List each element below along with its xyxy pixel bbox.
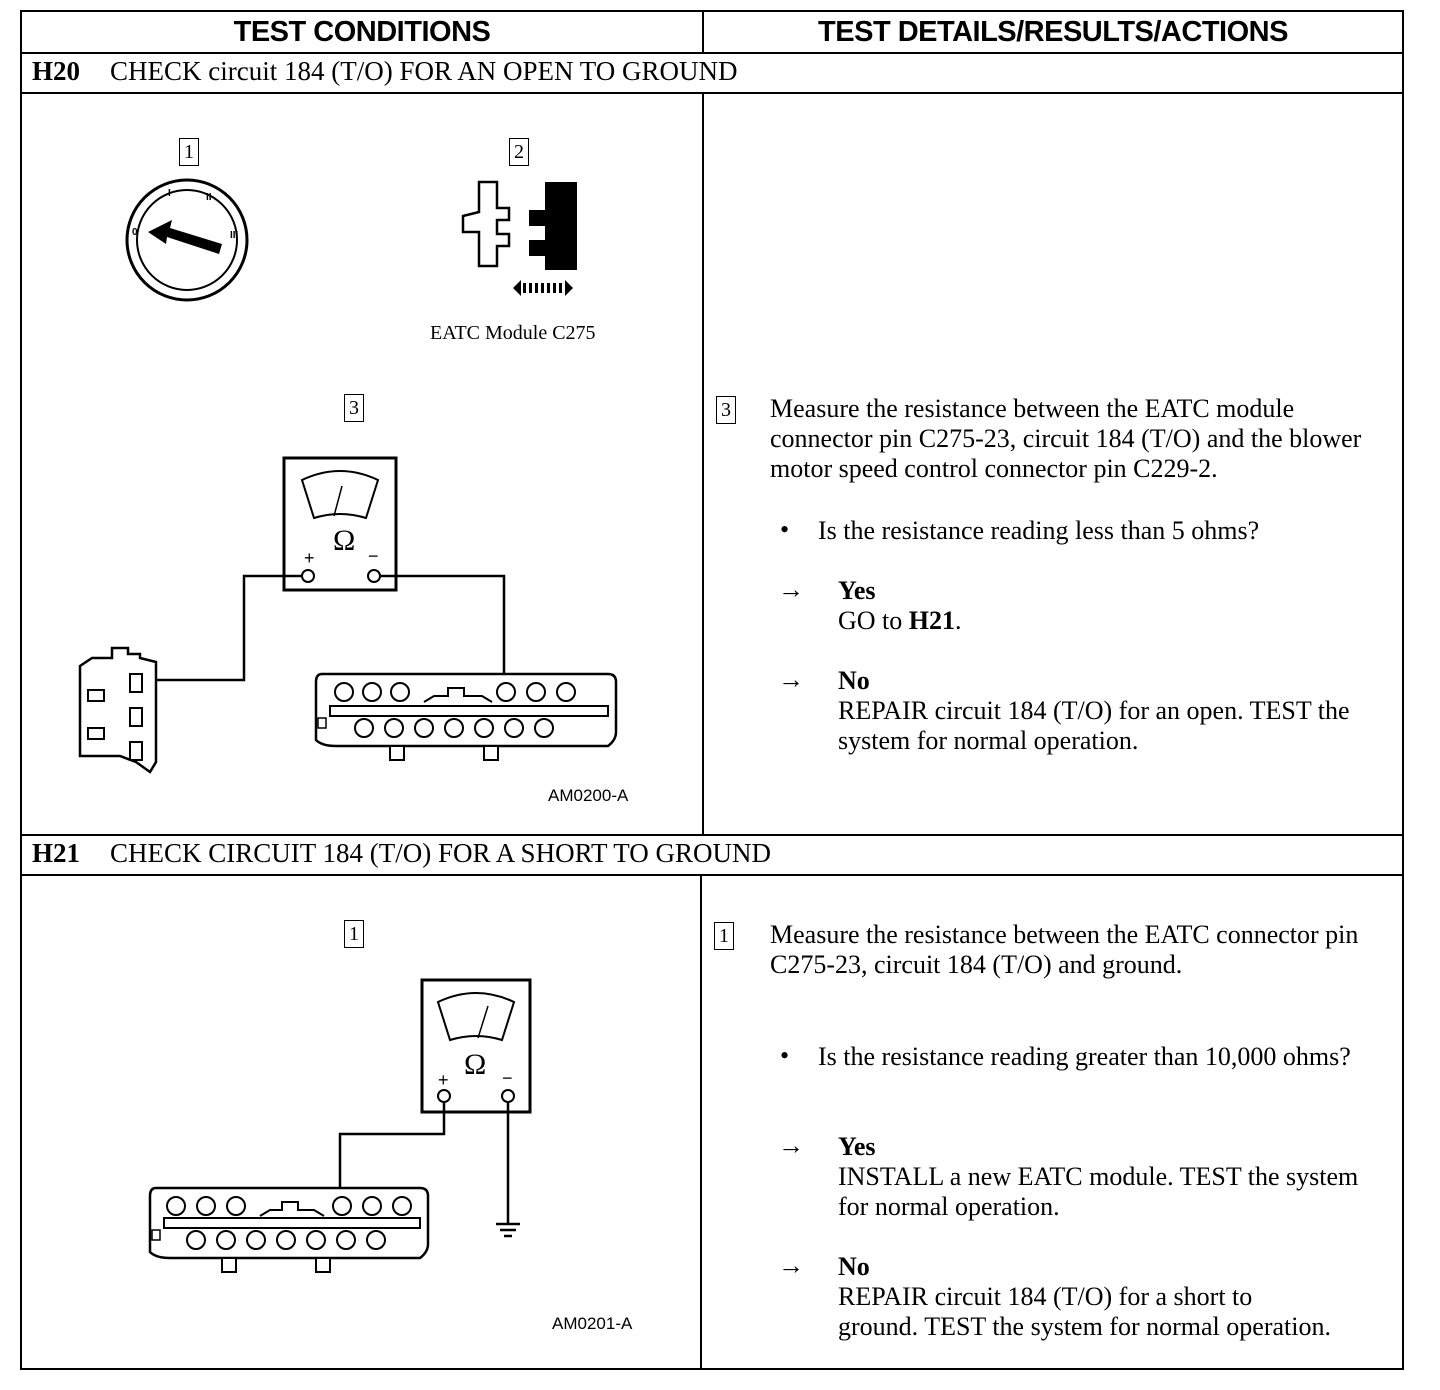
step-h20-title-row: H20 CHECK circuit 184 (T/O) FOR AN OPEN T… [32, 56, 738, 87]
h20-question: Is the resistance reading less than 5 oh… [818, 516, 1260, 545]
h21-no-arrow: → [778, 1251, 804, 1280]
h20-yes-label: Yes [838, 576, 876, 605]
h20-no-action: REPAIR circuit 184 (T/O) for an open. TE… [838, 696, 1350, 755]
h20-bottom-divider [22, 834, 1402, 836]
h20-yes-action-link: H21 [908, 606, 956, 635]
h21-yes-action: INSTALL a new EATC module. TEST the syst… [838, 1162, 1359, 1221]
h20-no-arrow: → [778, 665, 804, 694]
ignition-switch-off-icon: 0 I II III [125, 178, 249, 302]
h20-yes-arrow: → [778, 575, 804, 604]
step-h20-title: CHECK circuit 184 (T/O) FOR AN OPEN TO G… [110, 56, 738, 86]
h20-meter-plus: + [304, 548, 315, 568]
svg-text:III: III [230, 230, 239, 241]
header-test-details: TEST DETAILS/RESULTS/ACTIONS [818, 15, 1288, 48]
h21-title-divider [22, 874, 1402, 876]
column-divider-header [702, 12, 704, 52]
h20-meter-minus: − [368, 546, 379, 566]
h21-bullet: • [780, 1041, 790, 1070]
svg-text:I: I [168, 188, 171, 199]
h20-instruction: Measure the resistance between the EATC … [770, 394, 1362, 483]
h21-fig-step-1-label: 1 [344, 920, 364, 948]
h20-bullet: • [780, 515, 790, 544]
h21-ohmmeter-ground-diagram [148, 978, 532, 1273]
h20-no-label: No [838, 666, 870, 695]
h20-figure-id: AM0200-A [548, 786, 629, 805]
fig-step-1-label: 1 [179, 138, 199, 166]
step-h21-title-row: H21 CHECK CIRCUIT 184 (T/O) FOR A SHORT T… [32, 838, 771, 869]
h21-no-label: No [838, 1252, 870, 1281]
header-divider [22, 52, 1402, 54]
connector-caption: EATC Module C275 [430, 322, 596, 344]
ohmmeter-circuit-diagram [78, 456, 618, 774]
h21-meter-minus: − [502, 1068, 513, 1088]
column-divider-h21 [700, 874, 702, 1368]
h20-yes-action: GO to H21. [838, 606, 962, 636]
step-h20-id: H20 [32, 56, 81, 86]
h21-figure-id: AM0201-A [552, 1314, 633, 1333]
fig-step-3-label: 3 [344, 394, 364, 422]
h21-yes-label: Yes [838, 1132, 876, 1161]
h21-yes-arrow: → [778, 1131, 804, 1160]
step-h21-title: CHECK CIRCUIT 184 (T/O) FOR A SHORT TO G… [110, 838, 771, 868]
step-h21-id: H21 [32, 838, 81, 868]
h20-yes-action-text: GO to [838, 606, 909, 635]
test-table: TEST CONDITIONS TEST DETAILS/RESULTS/ACT… [20, 10, 1404, 1370]
h20-yes-action-period: . [955, 606, 962, 635]
h21-detail-step-label: 1 [714, 922, 734, 950]
svg-text:II: II [206, 192, 212, 203]
h20-meter-ohm-symbol: Ω [333, 524, 356, 557]
h20-title-divider [22, 92, 1402, 94]
connector-disconnect-icon [461, 180, 577, 296]
h20-detail-step-label: 3 [716, 396, 736, 424]
h21-no-action: REPAIR circuit 184 (T/O) for a short to … [838, 1282, 1331, 1341]
fig-step-2-label: 2 [509, 138, 529, 166]
column-divider-h20 [702, 92, 704, 834]
h21-question: Is the resistance reading greater than 1… [818, 1042, 1351, 1071]
h21-instruction: Measure the resistance between the EATC … [770, 920, 1359, 979]
svg-text:0: 0 [132, 227, 138, 238]
h21-meter-plus: + [438, 1070, 449, 1090]
header-test-conditions: TEST CONDITIONS [233, 15, 491, 48]
h21-meter-ohm-symbol: Ω [464, 1048, 487, 1081]
